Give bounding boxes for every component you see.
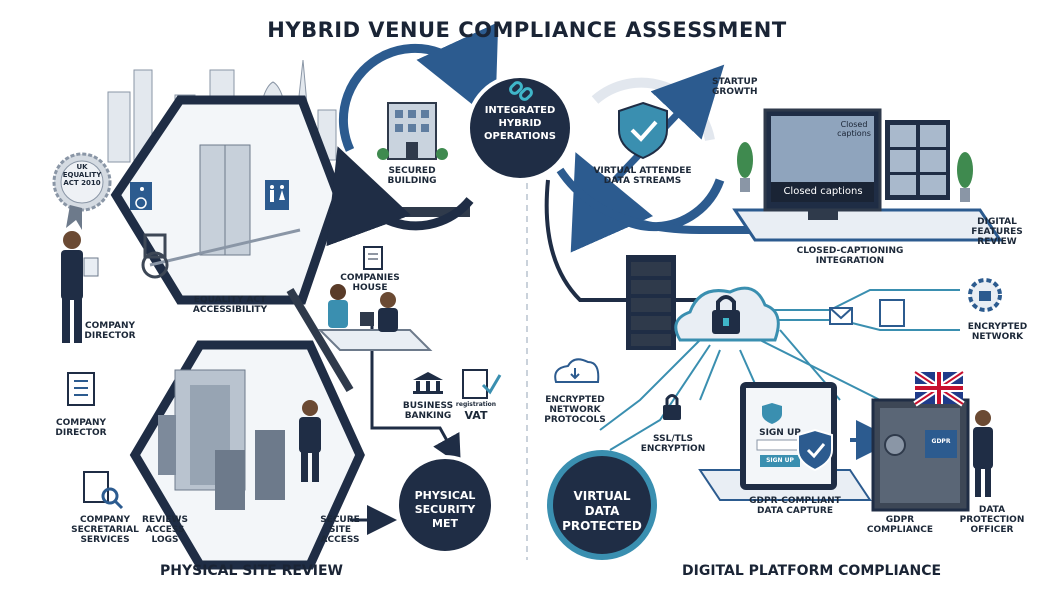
dpo-label: DATA PROTECTION OFFICER xyxy=(959,505,1025,535)
checklist-icon xyxy=(67,372,95,406)
ssl-label: SSL/TLS ENCRYPTION xyxy=(640,434,706,454)
signup-platform xyxy=(698,382,872,501)
director-label-1: COMPANY DIRECTOR xyxy=(84,321,136,341)
magnifier-document-icon xyxy=(83,471,124,510)
envelope-icon xyxy=(829,299,905,327)
accessibility-label: EQUALITY ACT ACCESSIBILITY xyxy=(192,295,268,315)
small-cloud-icon xyxy=(554,358,600,383)
server-rack xyxy=(626,255,676,350)
captioning-label: CLOSED-CAPTIONING INTEGRATION xyxy=(796,246,904,266)
document-icon xyxy=(363,246,383,270)
office-desk xyxy=(317,284,433,351)
shield-icon xyxy=(618,101,668,160)
digital-outcome-label: VIRTUAL DATA PROTECTED xyxy=(562,489,642,533)
safe-icon xyxy=(871,398,970,512)
security-hexagon xyxy=(129,340,365,570)
startup-growth-label: STARTUP GROWTH xyxy=(712,77,758,97)
restroom-icon xyxy=(265,180,289,210)
accessibility-hexagon xyxy=(110,95,343,305)
padlock-icon xyxy=(663,394,681,420)
digital-outcome-circle xyxy=(547,450,657,560)
wheelchair-icon xyxy=(130,182,152,210)
seal-text: UK EQUALITY ACT 2010 xyxy=(62,163,102,187)
plant-icon xyxy=(737,142,973,202)
company-director-figure xyxy=(61,231,99,343)
monitor-caption-1: Closed captions xyxy=(837,120,871,138)
link-office-outcome xyxy=(370,320,461,466)
gdpr-capture-label: GDPR-COMPLIANT DATA CAPTURE xyxy=(749,496,841,516)
link-hub-cloud xyxy=(544,179,720,302)
sign-up-button[interactable]: SIGN UP xyxy=(766,457,794,464)
data-streams-label: VIRTUAL ATTENDEE DATA STREAMS xyxy=(593,166,692,186)
hub-center-circle xyxy=(466,74,574,182)
secretarial-label: COMPANY SECRETARIAL SERVICES xyxy=(71,515,139,545)
physical-outcome-label: PHYSICAL SECURITY MET xyxy=(414,489,476,530)
gdpr-compliance-label: GDPR COMPLIANCE xyxy=(866,515,934,535)
secure-access-label: SECURE SITE ACCESS xyxy=(320,515,360,545)
hub-center-label: INTEGRATED HYBRID OPERATIONS xyxy=(484,105,556,142)
equality-act-seal xyxy=(52,152,112,230)
link-icon xyxy=(509,81,533,101)
building-icon xyxy=(377,102,448,160)
network-protocols-label: ENCRYPTED NETWORK PROTOCOLS xyxy=(544,395,606,425)
banking-label: BUSINESS BANKING xyxy=(402,401,454,421)
companies-house-label: COMPANIES HOUSE xyxy=(340,273,400,293)
cloud-lock-icon xyxy=(674,286,780,342)
page-title: HYBRID VENUE COMPLIANCE ASSESSMENT xyxy=(267,18,787,42)
link-hub-right xyxy=(556,167,750,234)
vat-document-icon xyxy=(462,369,502,399)
reviews-logs-label: REVIEWS ACCESS LOGS xyxy=(142,515,188,545)
physical-outcome-circle xyxy=(395,455,495,555)
uk-flag-icon xyxy=(913,369,965,407)
safe-gdpr-text: GDPR xyxy=(931,438,951,445)
physical-section-title: PHYSICAL SITE REVIEW xyxy=(160,563,343,579)
dpo-figure xyxy=(973,410,993,497)
vat-label: VAT xyxy=(464,409,488,422)
encrypted-network-label: ENCRYPTED NETWORK xyxy=(967,322,1028,342)
security-guard xyxy=(299,400,321,482)
digital-section-title: DIGITAL PLATFORM COMPLIANCE xyxy=(682,563,942,579)
link-hexagons xyxy=(286,287,354,393)
secured-building-label: SECURED BUILDING xyxy=(387,166,437,186)
bank-icon xyxy=(413,372,443,394)
sign-up-title: SIGN UP xyxy=(759,428,801,438)
monitor-caption-2: Closed captions xyxy=(783,186,863,197)
features-review-label: DIGITAL FEATURES REVIEW xyxy=(971,217,1023,247)
gear-lock-icon xyxy=(968,278,1002,312)
director-label-2: COMPANY DIRECTOR xyxy=(55,418,107,438)
vat-doc-text: registration xyxy=(455,401,497,408)
captioning-platform xyxy=(732,108,1003,242)
